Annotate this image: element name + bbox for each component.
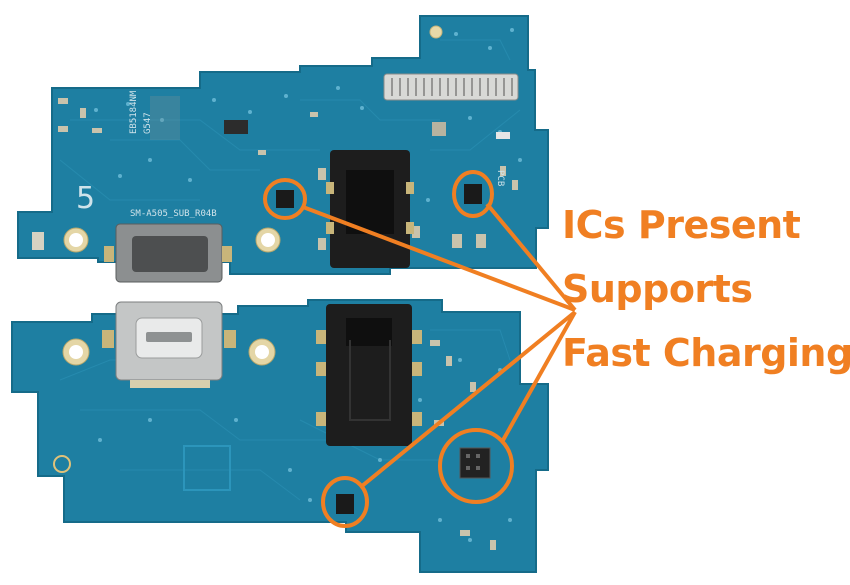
annotations bbox=[263, 170, 577, 528]
silk-side: PCB bbox=[495, 170, 505, 186]
pointer-line-4 bbox=[500, 311, 577, 443]
callout-line-3: Fast Charging bbox=[562, 331, 850, 375]
silk-code: EB5184NM bbox=[129, 90, 139, 134]
silk-digit: 5 bbox=[76, 181, 95, 216]
board-connector bbox=[383, 73, 519, 101]
highlight-circle-4 bbox=[438, 428, 514, 504]
pointer-line-2 bbox=[485, 202, 577, 312]
highlight-circle-1 bbox=[263, 178, 307, 220]
highlight-circle-2 bbox=[452, 170, 494, 218]
highlight-circle-3 bbox=[321, 476, 369, 528]
bottom-board bbox=[11, 299, 549, 573]
silk-part-number: SM-A505_SUB_R04B bbox=[130, 209, 217, 219]
top-board-substrate bbox=[17, 15, 549, 275]
callout-line-1: ICs Present bbox=[562, 203, 801, 247]
pointer-line-1 bbox=[302, 205, 576, 312]
silk-code-2: G547 bbox=[143, 112, 153, 134]
callout-line-2: Supports bbox=[562, 267, 753, 311]
mount-hole bbox=[429, 25, 443, 39]
pointer-line-3 bbox=[360, 310, 577, 488]
top-board: SM-A505_SUB_R04B EB5184NM G547 PCB 5 bbox=[17, 15, 549, 283]
